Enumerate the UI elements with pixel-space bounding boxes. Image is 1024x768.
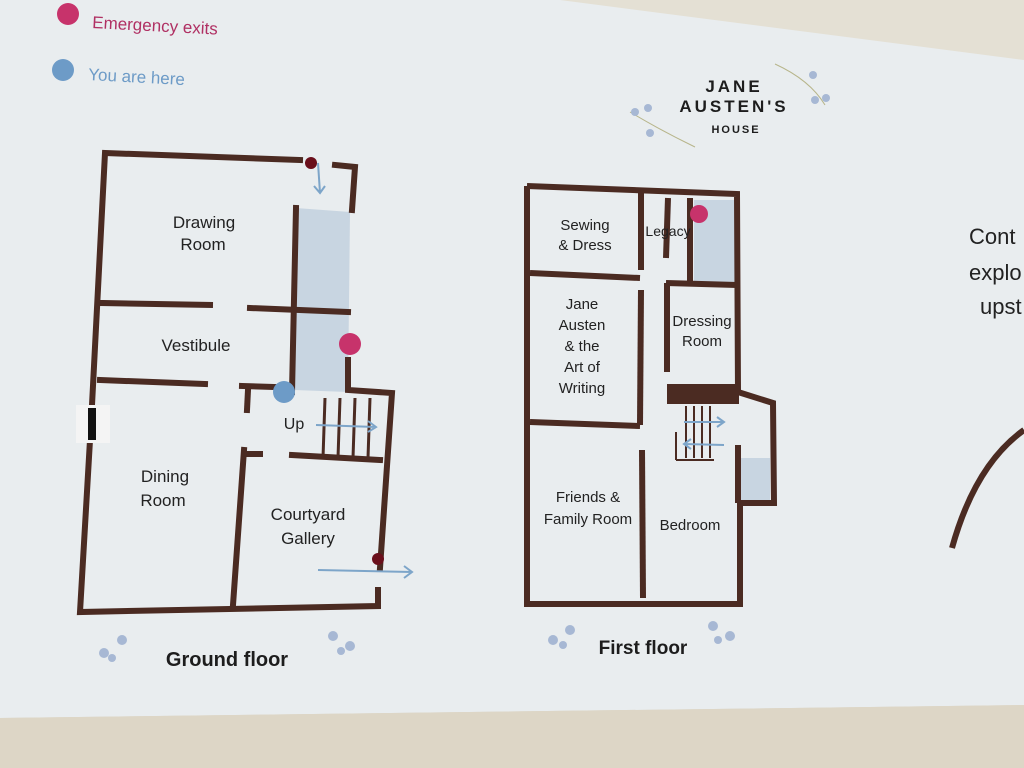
ground-corridor <box>294 208 350 392</box>
room-jane-austen-3: & the <box>564 338 599 355</box>
first-corridor-2 <box>740 458 770 502</box>
ground-walls <box>76 149 396 616</box>
you-are-here-legend-dot <box>52 59 74 81</box>
svg-text:JANE: JANE <box>705 77 762 96</box>
arrow-icon <box>682 416 726 450</box>
room-friends-family: Friends & <box>556 489 620 506</box>
wall-background-top <box>560 0 1024 60</box>
door-latch <box>88 408 96 440</box>
room-drawing-room: Drawing <box>173 213 235 232</box>
room-bedroom: Bedroom <box>660 517 721 534</box>
ground-floor-title: Ground floor <box>166 649 288 671</box>
svg-text:AUSTEN'S: AUSTEN'S <box>679 97 788 116</box>
room-courtyard-gallery: Courtyard <box>271 505 346 524</box>
room-vestibule: Vestibule <box>162 336 231 355</box>
room-dressing-room-2: Room <box>682 333 722 350</box>
stair-landing <box>667 384 739 404</box>
emergency-exit-dot <box>690 205 708 223</box>
emergency-exit-marker <box>372 553 384 565</box>
room-legacy: Legacy <box>645 223 690 239</box>
sign-paper <box>0 0 1024 718</box>
decorative-arc <box>949 427 1024 549</box>
side-text-line3: upst <box>980 294 1022 319</box>
emergency-exit-legend-dot <box>57 3 79 25</box>
room-jane-austen-2: Austen <box>559 317 606 334</box>
side-text-line2: explo <box>969 260 1022 285</box>
emergency-exit-dot <box>339 333 361 355</box>
side-text-line1: Cont <box>969 224 1015 249</box>
emergency-exit-marker <box>305 157 317 169</box>
first-floor-title: First floor <box>599 638 688 659</box>
wall-background <box>0 705 1024 768</box>
room-sewing-dress: Sewing <box>560 217 609 234</box>
flower-icon <box>99 631 355 662</box>
you-are-here-dot <box>273 381 295 403</box>
flower-icon <box>548 621 735 649</box>
room-courtyard-gallery-2: Gallery <box>281 529 335 548</box>
jane-austens-house-logo: JANE AUSTEN'S HOUSE <box>629 63 830 148</box>
first-walls <box>524 183 778 607</box>
room-drawing-room-2: Room <box>180 235 225 254</box>
room-jane-austen: Jane <box>566 296 599 313</box>
room-jane-austen-5: Writing <box>559 380 605 397</box>
ground-stairs <box>321 397 372 459</box>
svg-text:HOUSE: HOUSE <box>711 124 760 136</box>
arrow-icon <box>313 162 414 579</box>
ground-floor-plan: Drawing Room Vestibule Dining Room Court… <box>76 149 414 671</box>
room-dining-room: Dining <box>141 467 189 486</box>
first-stairs <box>675 406 714 461</box>
room-dining-room-2: Room <box>140 491 185 510</box>
room-sewing-dress-2: & Dress <box>558 237 611 254</box>
first-floor-plan: Sewing & Dress Legacy Jane Austen & the … <box>524 183 778 659</box>
room-friends-family-2: Family Room <box>544 511 632 528</box>
room-dressing-room: Dressing <box>672 313 731 330</box>
room-jane-austen-4: Art of <box>564 359 601 376</box>
stairs-up-label: Up <box>284 416 305 433</box>
